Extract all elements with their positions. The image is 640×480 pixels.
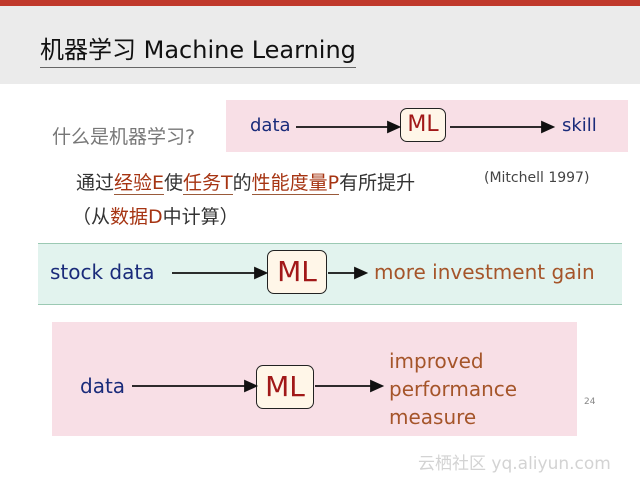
diagram-stock-gain: stock data ML more investment gain xyxy=(38,243,622,305)
watermark: 云栖社区 yq.aliyun.com xyxy=(418,454,611,474)
diagram2-output-label: more investment gain xyxy=(374,260,595,284)
compute-note: （从数据D中计算） xyxy=(72,202,239,229)
accent-top-bar xyxy=(0,0,640,6)
compute-keyword-data: 数据D xyxy=(110,206,163,228)
page-number: 24 xyxy=(584,397,596,407)
definition-keyword-task: 任务T xyxy=(183,172,233,195)
diagram3-input-label: data xyxy=(80,374,126,398)
diagram2-input-label: stock data xyxy=(50,260,155,284)
citation: (Mitchell 1997) xyxy=(484,170,590,186)
definition-text: 通过 xyxy=(76,172,115,194)
compute-text: 中计算） xyxy=(162,206,239,228)
intro-question: 什么是机器学习? xyxy=(52,126,196,148)
diagram-data-skill: data ML skill xyxy=(226,100,628,152)
slide-header: 机器学习 Machine Learning xyxy=(0,6,640,84)
definition-text: 的 xyxy=(232,172,252,194)
slide-title: 机器学习 Machine Learning xyxy=(40,30,356,68)
compute-text: （从 xyxy=(72,206,111,228)
definition-keyword-performance: 性能度量P xyxy=(251,172,340,195)
diagram-data-performance: data ML improved performance measure xyxy=(52,322,577,436)
diagram1-ml-box: ML xyxy=(400,108,446,142)
diagram2-ml-box: ML xyxy=(267,250,327,294)
ml-definition: 通过经验E使任务T的性能度量P有所提升 xyxy=(76,168,415,195)
diagram1-input-label: data xyxy=(250,115,291,136)
diagram3-output-line-1: improved xyxy=(389,349,484,373)
definition-text: 有所提升 xyxy=(339,172,416,194)
diagram3-ml-box: ML xyxy=(256,365,314,409)
diagram3-output-line-3: measure xyxy=(389,405,477,429)
definition-keyword-experience: 经验E xyxy=(114,172,165,195)
definition-text: 使 xyxy=(164,172,184,194)
diagram1-output-label: skill xyxy=(562,115,597,136)
diagram3-output-line-2: performance xyxy=(389,377,518,401)
